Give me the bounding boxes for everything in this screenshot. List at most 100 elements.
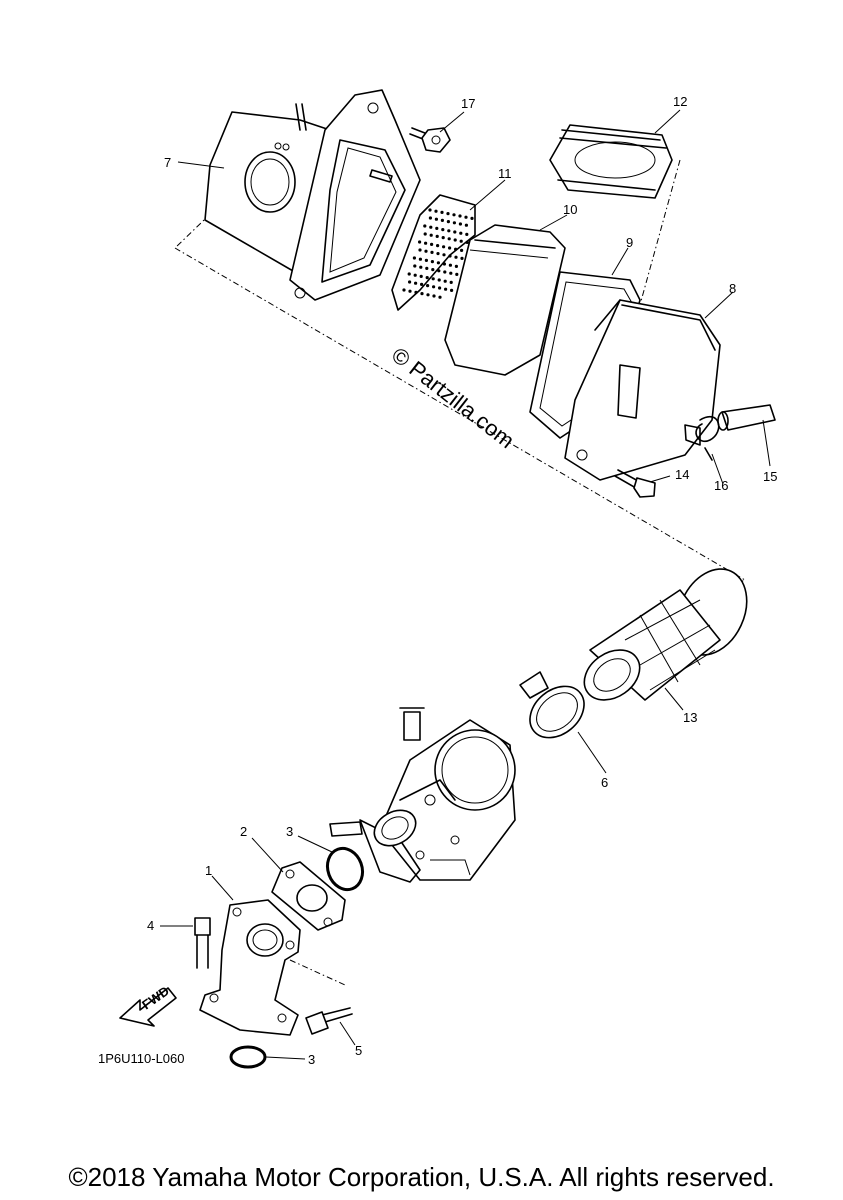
mesh-dot xyxy=(428,216,432,220)
mesh-dot xyxy=(408,289,412,293)
mesh-dot xyxy=(442,245,446,249)
callout-9: 9 xyxy=(626,235,633,250)
mesh-dot xyxy=(424,249,428,253)
mesh-dot xyxy=(420,282,424,286)
mesh-dot xyxy=(412,256,416,260)
mesh-dot xyxy=(460,248,464,252)
mesh-dot xyxy=(438,295,442,299)
mesh-dot xyxy=(459,239,463,243)
part-8-filter-case xyxy=(564,299,721,481)
part-6-clamp xyxy=(519,671,585,739)
mesh-dot xyxy=(447,237,451,241)
mesh-dot xyxy=(443,270,447,274)
mesh-dot xyxy=(431,277,435,281)
mesh-dot xyxy=(407,272,411,276)
mesh-dot xyxy=(430,250,434,254)
part-15-hose xyxy=(717,404,776,431)
mesh-dot xyxy=(438,286,442,290)
mesh-dot xyxy=(454,247,458,251)
callout-7: 7 xyxy=(164,155,171,170)
mesh-dot xyxy=(454,255,458,259)
callout-16: 16 xyxy=(714,478,728,493)
mesh-dot xyxy=(414,281,418,285)
part-11-mesh-screen xyxy=(391,194,476,311)
copyright-notice: ©2018 Yamaha Motor Corporation, U.S.A. A… xyxy=(68,1162,775,1192)
mesh-dot xyxy=(426,284,430,288)
mesh-dot xyxy=(418,257,422,261)
callout-3-lower: 3 xyxy=(308,1052,315,1067)
mesh-dot xyxy=(437,269,441,273)
callout-10: 10 xyxy=(563,202,577,217)
mesh-dot xyxy=(432,294,436,298)
mesh-dot xyxy=(458,222,462,226)
mesh-dot xyxy=(453,230,457,234)
callout-8: 8 xyxy=(729,281,736,296)
mesh-dot xyxy=(465,240,469,244)
mesh-dot xyxy=(432,285,436,289)
mesh-dot xyxy=(464,215,468,219)
mesh-dot xyxy=(431,268,435,272)
callout-2: 2 xyxy=(240,824,247,839)
mesh-dot xyxy=(442,253,446,257)
part-2-gasket xyxy=(271,861,346,931)
part-7-gasket-frame xyxy=(289,89,421,301)
part-1-manifold xyxy=(199,899,301,1036)
mesh-dot xyxy=(424,258,428,262)
part-17-bolt xyxy=(409,127,451,153)
callout-11: 11 xyxy=(498,166,512,181)
part-3-o-ring-lower xyxy=(229,1045,267,1069)
mesh-dot xyxy=(413,273,417,277)
mesh-dot xyxy=(447,229,451,233)
mesh-dot xyxy=(425,266,429,270)
part-5-bolt xyxy=(305,1007,353,1035)
mesh-dot xyxy=(437,278,441,282)
mesh-dot xyxy=(449,280,453,284)
part-10-filter-element xyxy=(444,224,566,376)
part-4-bolt xyxy=(194,917,211,969)
callout-5: 5 xyxy=(355,1043,362,1058)
callout-14: 14 xyxy=(675,467,689,482)
mesh-dot xyxy=(413,264,417,268)
mesh-dot xyxy=(452,221,456,225)
mesh-dot xyxy=(441,228,445,232)
mesh-dot xyxy=(430,242,434,246)
mesh-dot xyxy=(436,261,440,265)
callout-13: 13 xyxy=(683,710,697,725)
mesh-dot xyxy=(428,208,432,212)
part-13-joint xyxy=(583,568,748,701)
mesh-dot xyxy=(460,256,464,260)
mesh-dot xyxy=(446,212,450,216)
mesh-dot xyxy=(402,288,406,292)
mesh-dot xyxy=(441,236,445,240)
mesh-dot xyxy=(448,254,452,258)
mesh-dot xyxy=(418,240,422,244)
mesh-dot xyxy=(435,234,439,238)
mesh-dot xyxy=(444,287,448,291)
mesh-dot xyxy=(425,276,429,280)
leader-lines xyxy=(160,109,771,1060)
callout-6: 6 xyxy=(601,775,608,790)
mesh-dot xyxy=(450,288,454,292)
mesh-dot xyxy=(448,263,452,267)
mesh-dot xyxy=(458,214,462,218)
mesh-dot xyxy=(429,233,433,237)
mesh-dot xyxy=(436,252,440,256)
mesh-dot xyxy=(465,232,469,236)
mesh-dot xyxy=(436,244,440,248)
mesh-dot xyxy=(419,265,423,269)
carburetor-body xyxy=(329,707,516,883)
mesh-dot xyxy=(434,209,438,213)
mesh-dot xyxy=(459,231,463,235)
part-14-screw xyxy=(614,469,656,498)
mesh-dot xyxy=(448,246,452,250)
callout-3: 3 xyxy=(286,824,293,839)
part-16-clip xyxy=(695,415,720,461)
mesh-dot xyxy=(429,225,433,229)
callout-1: 1 xyxy=(205,863,212,878)
fwd-arrow-icon: FWD xyxy=(119,983,177,1027)
mesh-dot xyxy=(434,217,438,221)
callout-12: 12 xyxy=(673,94,687,109)
mesh-dot xyxy=(470,216,474,220)
mesh-dot xyxy=(419,274,423,278)
